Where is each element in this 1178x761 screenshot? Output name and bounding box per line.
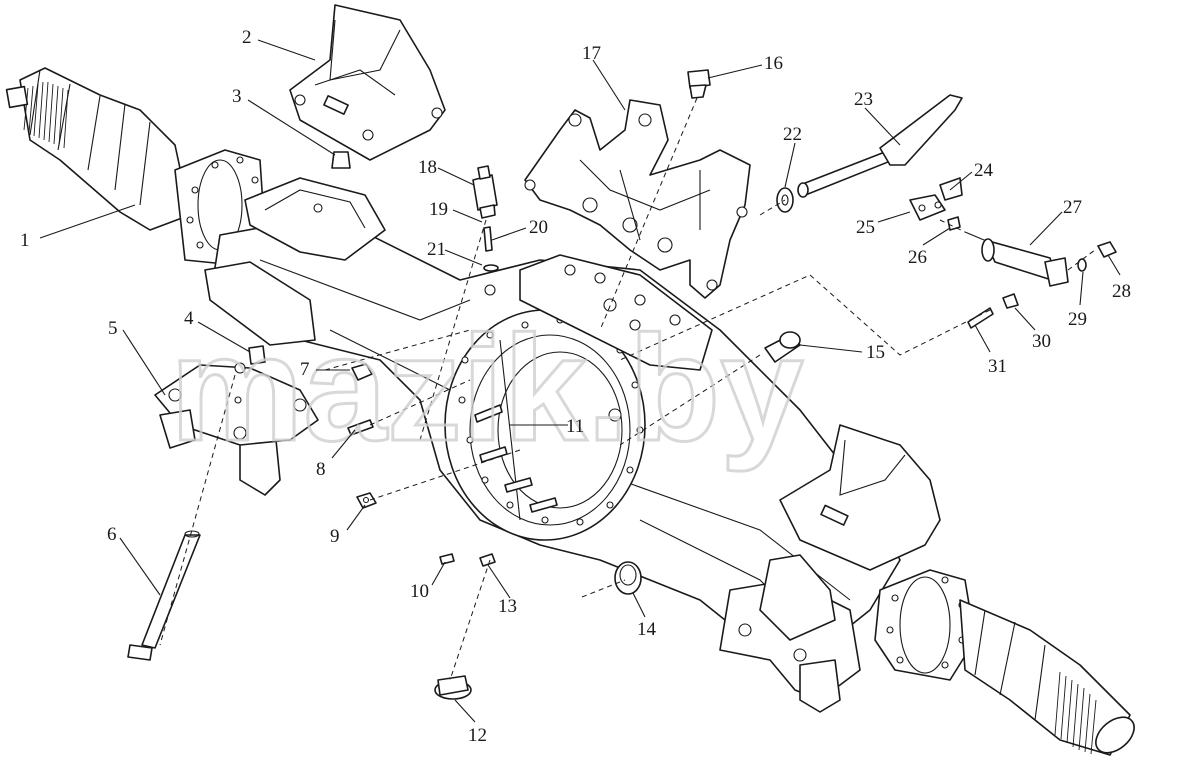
cylinder-27 <box>964 231 1069 287</box>
clip-24-25 <box>909 177 963 221</box>
callout-26: 26 <box>908 247 927 268</box>
spring-pad-left <box>244 177 386 261</box>
callout-13: 13 <box>498 596 517 617</box>
right-spline <box>1054 671 1097 755</box>
bushing-3 <box>331 151 351 169</box>
cap-14 <box>614 561 642 595</box>
axle-housing <box>5 67 1135 756</box>
callout-24: 24 <box>974 160 994 181</box>
callout-17: 17 <box>582 43 601 64</box>
callout-23: 23 <box>854 89 873 110</box>
callout-11: 11 <box>566 416 584 437</box>
bracket-17 <box>524 99 751 299</box>
callout-9: 9 <box>330 526 340 547</box>
callout-12: 12 <box>468 725 487 746</box>
washer-29 <box>1077 258 1087 272</box>
sensor-18 <box>472 165 498 219</box>
callout-27: 27 <box>1063 197 1082 218</box>
callout-19: 19 <box>429 199 448 220</box>
bolt-16 <box>687 69 711 99</box>
spacer-30 <box>1002 293 1019 309</box>
callout-31: 31 <box>988 356 1007 377</box>
callout-15: 15 <box>866 342 885 363</box>
callout-8: 8 <box>316 459 326 480</box>
callout-25: 25 <box>856 217 875 238</box>
callout-2: 2 <box>242 27 252 48</box>
callout-20: 20 <box>529 217 548 238</box>
nut-7 <box>351 363 373 381</box>
callout-30: 30 <box>1032 331 1051 352</box>
plug-10 <box>439 553 455 565</box>
callout-6: 6 <box>107 524 117 545</box>
callout-4: 4 <box>184 308 194 329</box>
leader-lines <box>39 39 1121 723</box>
callout-18: 18 <box>418 157 437 178</box>
callout-16: 16 <box>764 53 783 74</box>
callout-1: 1 <box>20 230 30 251</box>
callout-29: 29 <box>1068 309 1087 330</box>
watermark: mazik.by <box>170 304 804 472</box>
spring-seat-upper-left <box>289 4 446 161</box>
nut-28 <box>1097 241 1117 258</box>
bushing-4 <box>248 345 266 365</box>
left-spline <box>23 81 69 149</box>
lever-shaft-23 <box>797 94 963 198</box>
washer-21 <box>483 264 499 272</box>
callout-3: 3 <box>232 86 242 107</box>
nut-26 <box>947 216 961 231</box>
callout-5: 5 <box>108 318 118 339</box>
breather-hole <box>608 408 622 422</box>
assembly-lines <box>159 97 1096 681</box>
seal-12 <box>434 675 472 700</box>
callout-14: 14 <box>637 619 657 640</box>
callout-21: 21 <box>427 239 446 260</box>
callout-10: 10 <box>410 581 429 602</box>
spring-seat-right <box>759 424 941 641</box>
callout-labels: 1 2 3 4 5 6 7 8 9 10 11 12 13 14 15 16 1… <box>20 27 1131 746</box>
stud-31 <box>967 307 994 329</box>
u-bolt-6 <box>127 530 201 661</box>
callout-7: 7 <box>300 359 310 380</box>
bolt-13 <box>479 553 496 567</box>
pin-20 <box>483 226 493 252</box>
callout-22: 22 <box>783 124 802 145</box>
lower-plate-5 <box>154 362 319 449</box>
callout-28: 28 <box>1112 281 1131 302</box>
